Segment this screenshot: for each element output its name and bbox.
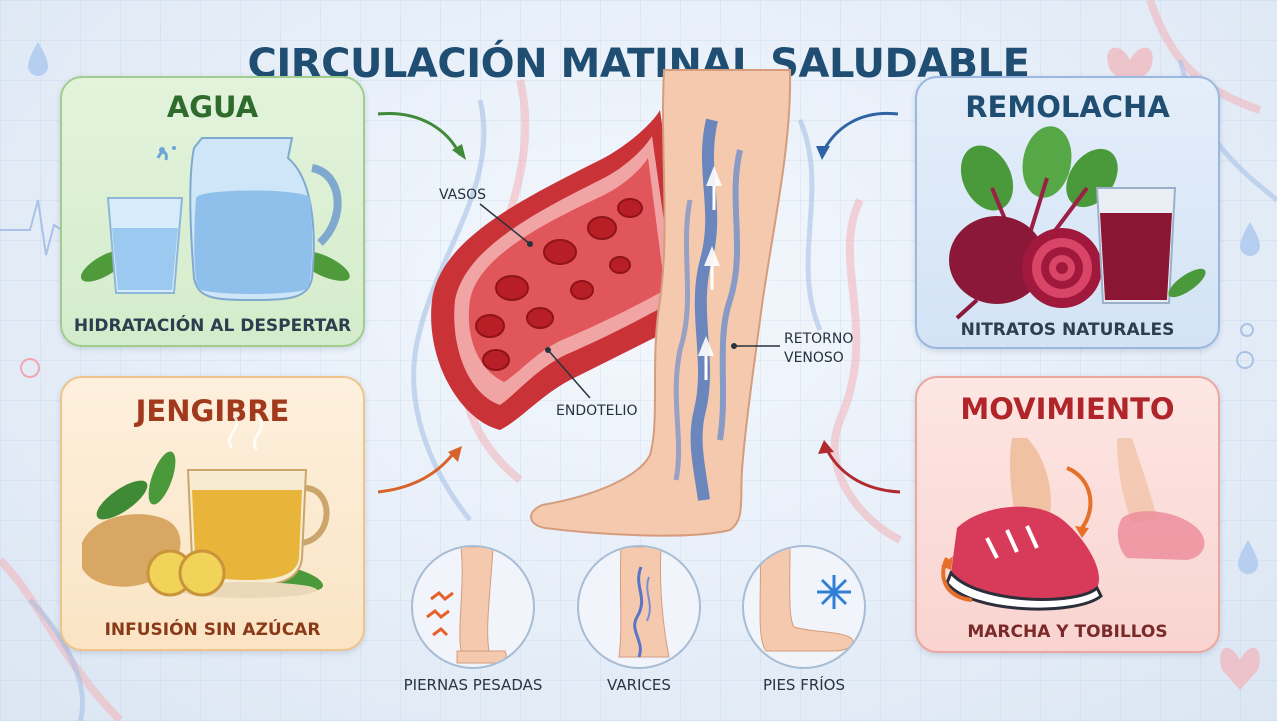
label-line: VENOSO: [784, 350, 844, 366]
water-drop-icon: [28, 42, 48, 76]
ginger-tea-icon: [82, 415, 330, 598]
label-endotelio: ENDOTELIO: [556, 403, 638, 419]
card-subtitle: INFUSIÓN SIN AZÚCAR: [104, 620, 321, 640]
symptom-label: PIERNAS PESADAS: [403, 676, 543, 694]
symptom-heavy-legs-icon: [411, 545, 535, 669]
symptom-cold-feet-icon: [742, 545, 866, 669]
label-retorno-venoso: RETORNO VENOSO: [784, 330, 853, 368]
arrow-icon: [824, 447, 901, 494]
card-jengibre: JENGIBRE INFUSIÓN SIN AZÚCAR: [60, 376, 365, 651]
page-title: CIRCULACIÓN MATINAL SALUDABLE: [247, 40, 1030, 87]
symptom-label: VARICES: [607, 676, 671, 694]
card-subtitle: HIDRATACIÓN AL DESPERTAR: [73, 316, 352, 336]
symptom-varicose-veins-icon: [577, 545, 701, 669]
label-line: RETORNO: [784, 331, 854, 347]
heart-icon: [1107, 47, 1153, 90]
card-subtitle: MARCHA Y TOBILLOS: [967, 622, 1168, 642]
snowflake-icon: [817, 575, 851, 609]
card-agua: AGUA HIDRATACIÓN AL DESPERTAR: [60, 76, 365, 347]
card-title: MOVIMIENTO: [960, 392, 1175, 426]
arrow-icon: [821, 111, 899, 153]
card-title: JENGIBRE: [135, 394, 290, 428]
arrow-icon: [377, 111, 462, 156]
card-title: REMOLACHA: [965, 90, 1170, 124]
water-glass-and-jug-icon: [80, 137, 350, 302]
heart-icon: [1220, 647, 1260, 690]
water-drop-icon: [1240, 222, 1260, 256]
card-remolacha: REMOLACHA NITRATOS NATURALES: [915, 76, 1220, 349]
water-drop-icon: [1238, 540, 1258, 574]
card-title: AGUA: [166, 90, 259, 124]
walking-shoes-icon: [941, 438, 1205, 611]
card-movimiento: MOVIMIENTO MARCHA Y TOBILLOS: [915, 376, 1220, 653]
label-vasos: VASOS: [439, 187, 487, 203]
beet-and-juice-icon: [949, 126, 1206, 320]
arrow-icon: [377, 449, 458, 494]
symptom-label: PIES FRÍOS: [762, 676, 846, 694]
card-subtitle: NITRATOS NATURALES: [960, 320, 1175, 340]
